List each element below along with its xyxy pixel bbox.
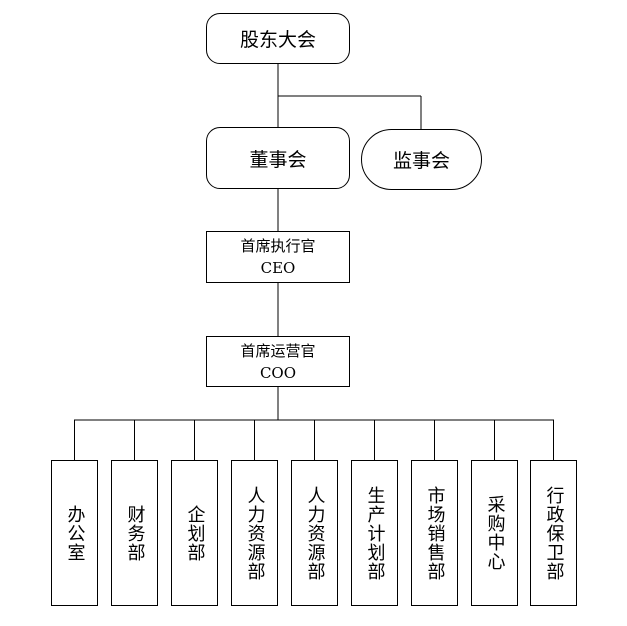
department-node: 办公室 xyxy=(51,460,98,606)
department-node: 行政保卫部 xyxy=(530,460,577,606)
department-node: 企划部 xyxy=(171,460,218,606)
board-of-supervisors-label: 监事会 xyxy=(392,150,450,172)
department-label: 人力资源部 xyxy=(244,485,266,581)
department-label: 采购中心 xyxy=(484,495,506,571)
department-node: 财务部 xyxy=(111,460,158,606)
board-of-directors-label: 董事会 xyxy=(249,148,307,171)
coo-title: 首席运营官 xyxy=(240,341,316,360)
shareholders-meeting-node: 股东大会 xyxy=(206,13,350,64)
department-label: 企划部 xyxy=(184,504,206,562)
department-label: 办公室 xyxy=(64,504,86,562)
department-node: 人力资源部 xyxy=(231,460,278,606)
department-node: 人力资源部 xyxy=(291,460,338,606)
ceo-abbreviation: CEO xyxy=(260,259,296,277)
department-node: 市场销售部 xyxy=(411,460,458,606)
ceo-node: 首席执行官 CEO xyxy=(206,231,350,283)
board-of-supervisors-node: 监事会 xyxy=(361,129,482,190)
department-label: 财务部 xyxy=(124,504,146,562)
coo-node: 首席运营官 COO xyxy=(206,336,350,387)
shareholders-meeting-label: 股东大会 xyxy=(239,29,316,51)
ceo-title: 首席执行官 xyxy=(240,237,316,255)
board-of-directors-node: 董事会 xyxy=(206,127,350,189)
department-label: 生产计划部 xyxy=(364,485,386,581)
department-node: 采购中心 xyxy=(471,460,518,606)
department-label: 人力资源部 xyxy=(304,485,326,581)
department-node: 生产计划部 xyxy=(351,460,398,606)
department-label: 行政保卫部 xyxy=(543,485,565,581)
department-label: 市场销售部 xyxy=(424,485,446,581)
coo-abbreviation: COO xyxy=(259,363,297,382)
